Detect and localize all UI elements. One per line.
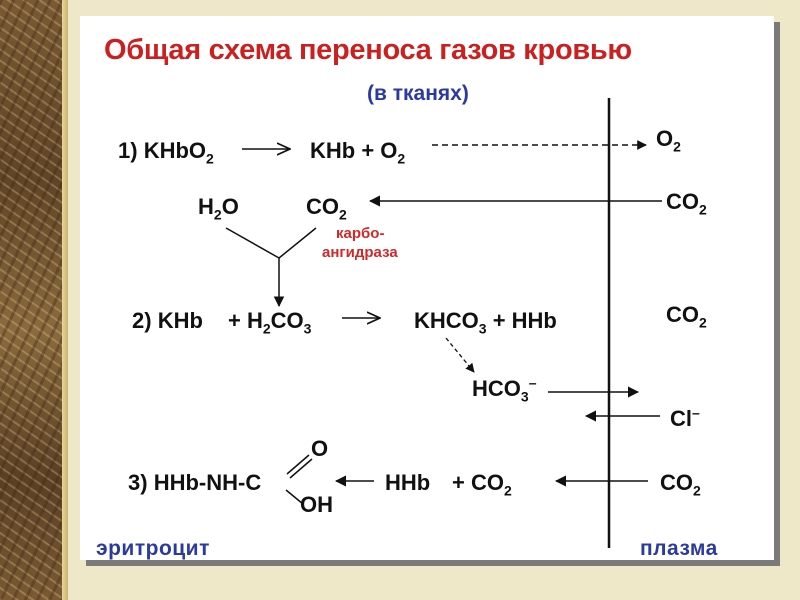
h2o-merge-line (225, 227, 280, 259)
reaction1-equation: 1) KHbO2 (118, 138, 214, 167)
enzyme-label-line2: ангидраза (322, 244, 398, 261)
co2-merge-line (278, 227, 317, 259)
erythrocyte-label: эритроцит (96, 537, 210, 560)
carboxyl-single-bond (285, 489, 304, 505)
reaction3-number: 3) (128, 470, 148, 495)
erythrocyte-co2: CO2 (306, 194, 347, 223)
plasma-co2-top: CO2 (666, 189, 707, 218)
marble-border-edge (62, 0, 68, 600)
water-label: H2O (198, 194, 239, 223)
reaction1-products: KHb + O2 (310, 138, 406, 167)
reaction3-carbamino: 3) HHb-NH-C (128, 470, 262, 495)
slide-subtitle: (в тканях) (367, 82, 469, 105)
slide-title: Общая схема переноса газов кровью (104, 34, 632, 66)
carboxyl-double-bond-a (286, 454, 310, 475)
marble-border (0, 0, 62, 600)
carboxyl-hydroxyl: OH (300, 492, 333, 517)
plasma-co2-bottom: CO2 (660, 470, 701, 499)
reaction2-products: KHCO3 + HHb (414, 308, 557, 337)
chloride-ion: Cl– (670, 404, 700, 431)
plasma-label: плазма (640, 537, 718, 560)
enzyme-label-line1: карбо- (336, 225, 385, 242)
reaction3-co2: + CO2 (452, 470, 512, 499)
dissociation-dashed-arrow (445, 337, 475, 373)
slide-frame (80, 16, 774, 560)
reaction2-number: 2) (132, 308, 152, 333)
plasma-o2: O2 (656, 126, 681, 155)
reaction1-reactant: KHbO2 (143, 138, 214, 167)
carboxyl-oxygen: O (311, 436, 329, 461)
reaction1-number: 1) (118, 138, 138, 163)
bicarbonate-ion: HCO3– (472, 374, 537, 405)
plasma-co2-middle: CO2 (666, 302, 707, 331)
reaction3-hhb: HHb (385, 470, 431, 495)
reaction2-left: 2) KHb (132, 308, 203, 333)
reaction2-carbonic-acid: + H2CO3 (228, 308, 312, 337)
carboxyl-double-bond-b (289, 458, 313, 479)
